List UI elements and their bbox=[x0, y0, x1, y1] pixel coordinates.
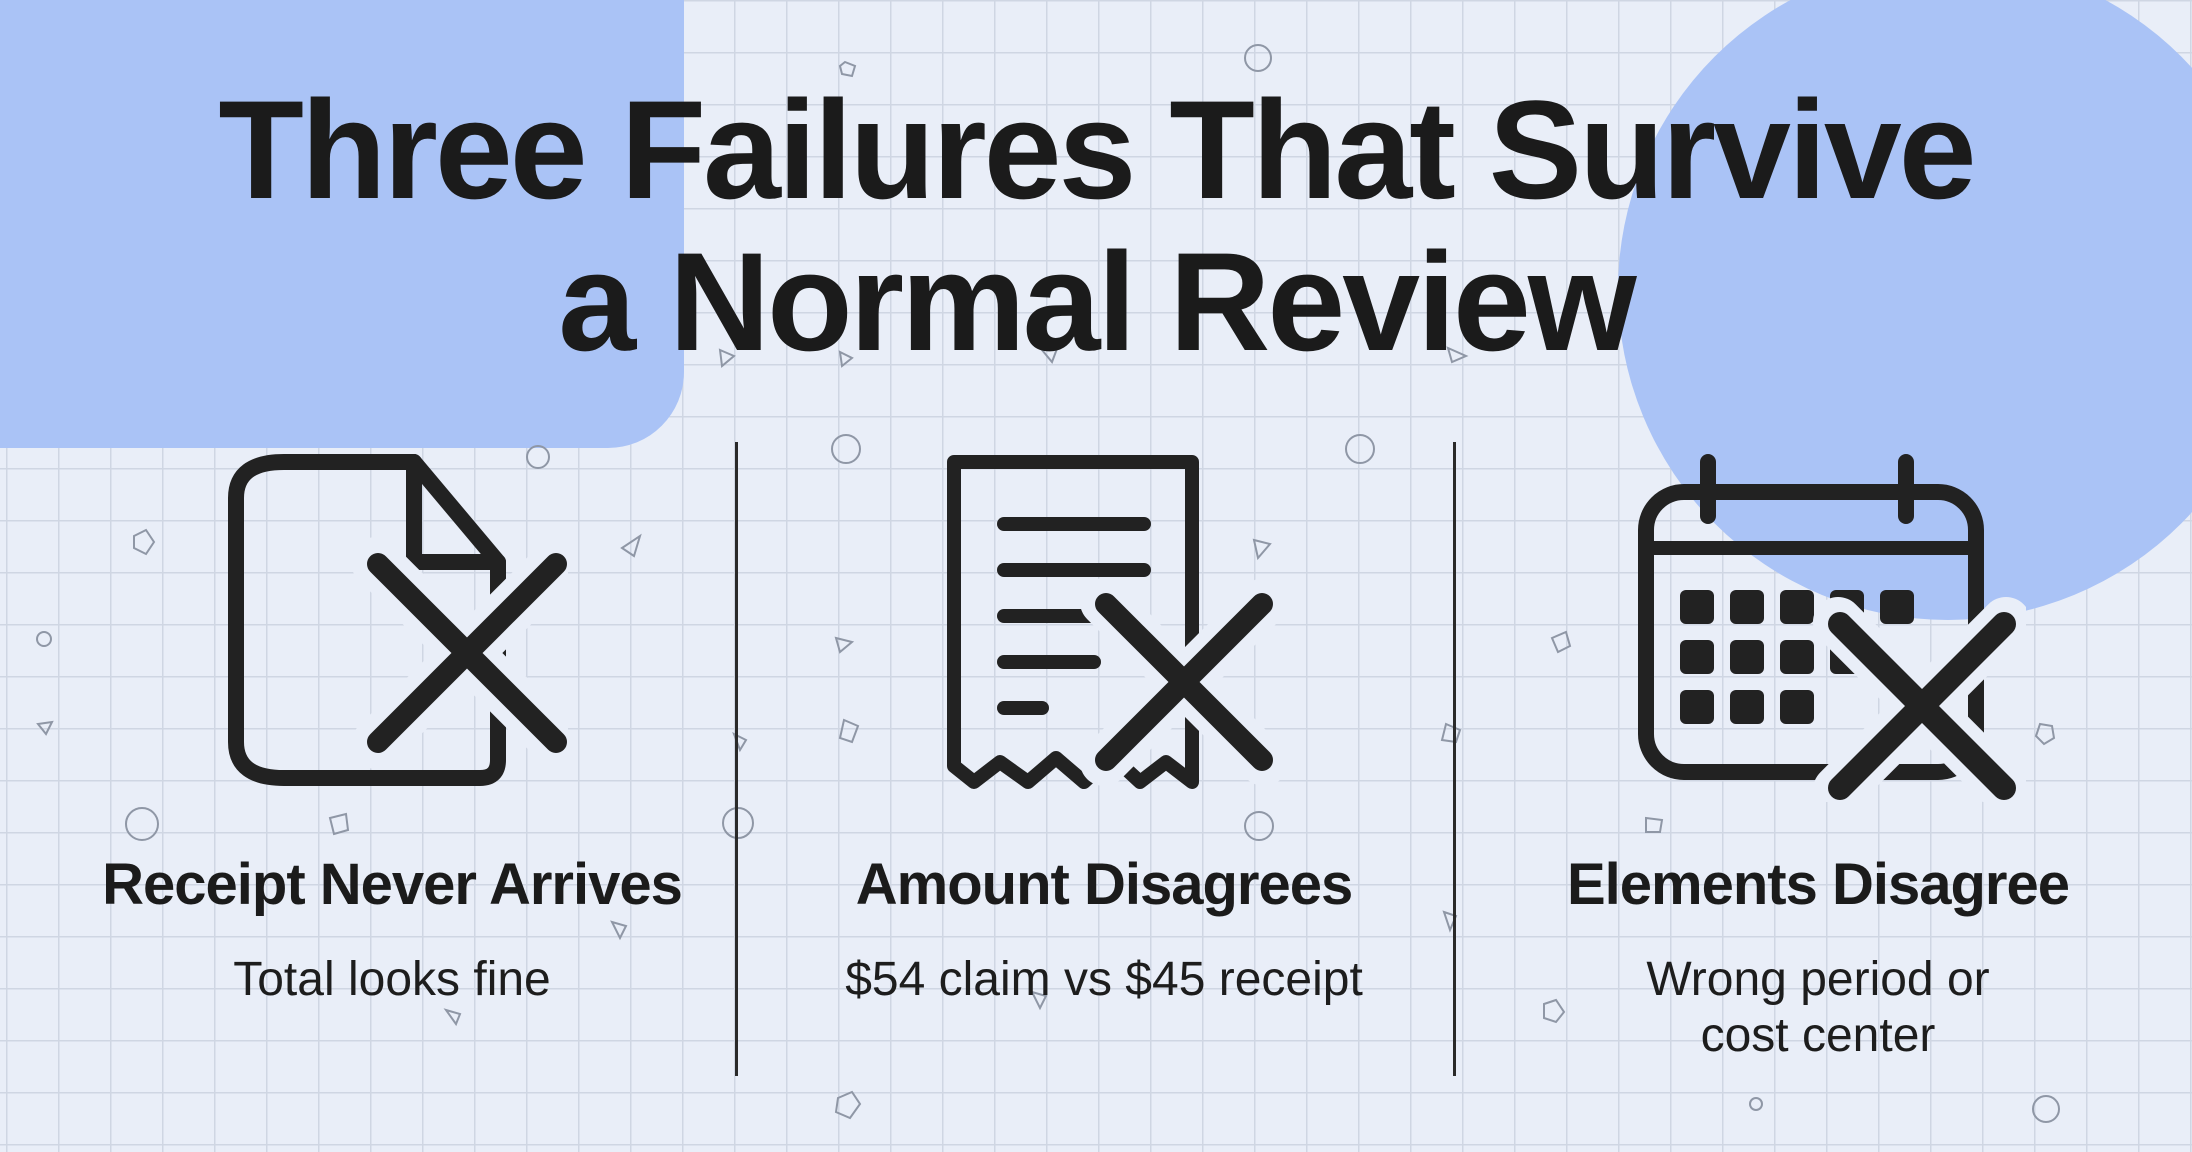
column-2-title: Amount Disagrees bbox=[855, 852, 1353, 917]
column-1-subtitle: Total looks fine bbox=[32, 952, 752, 1008]
title-line-1: Three Failures That Survive bbox=[218, 71, 1976, 228]
column-2-subtitle-line: $54 claim vs $45 receipt bbox=[845, 953, 1363, 1006]
missing-document-icon bbox=[228, 454, 568, 786]
column-3-subtitle: Wrong period or cost center bbox=[1458, 952, 2178, 1064]
rejected-calendar-icon bbox=[1638, 454, 2026, 802]
accent-block-top-left bbox=[0, 0, 684, 448]
column-3-subtitle-line-1: Wrong period or bbox=[1646, 953, 1990, 1006]
page-title: Three Failures That Survive a Normal Rev… bbox=[0, 74, 2192, 378]
title-line-2: a Normal Review bbox=[558, 223, 1636, 380]
column-3-title: Elements Disagree bbox=[1566, 852, 2070, 917]
column-1-title: Receipt Never Arrives bbox=[102, 852, 683, 917]
column-3-subtitle-line-2: cost center bbox=[1700, 1009, 1936, 1062]
column-2-subtitle: $54 claim vs $45 receipt bbox=[744, 952, 1464, 1008]
column-1-subtitle-line: Total looks fine bbox=[233, 953, 551, 1006]
column-divider-1 bbox=[735, 442, 738, 1076]
column-divider-2 bbox=[1453, 442, 1456, 1076]
rejected-receipt-icon bbox=[947, 455, 1284, 789]
